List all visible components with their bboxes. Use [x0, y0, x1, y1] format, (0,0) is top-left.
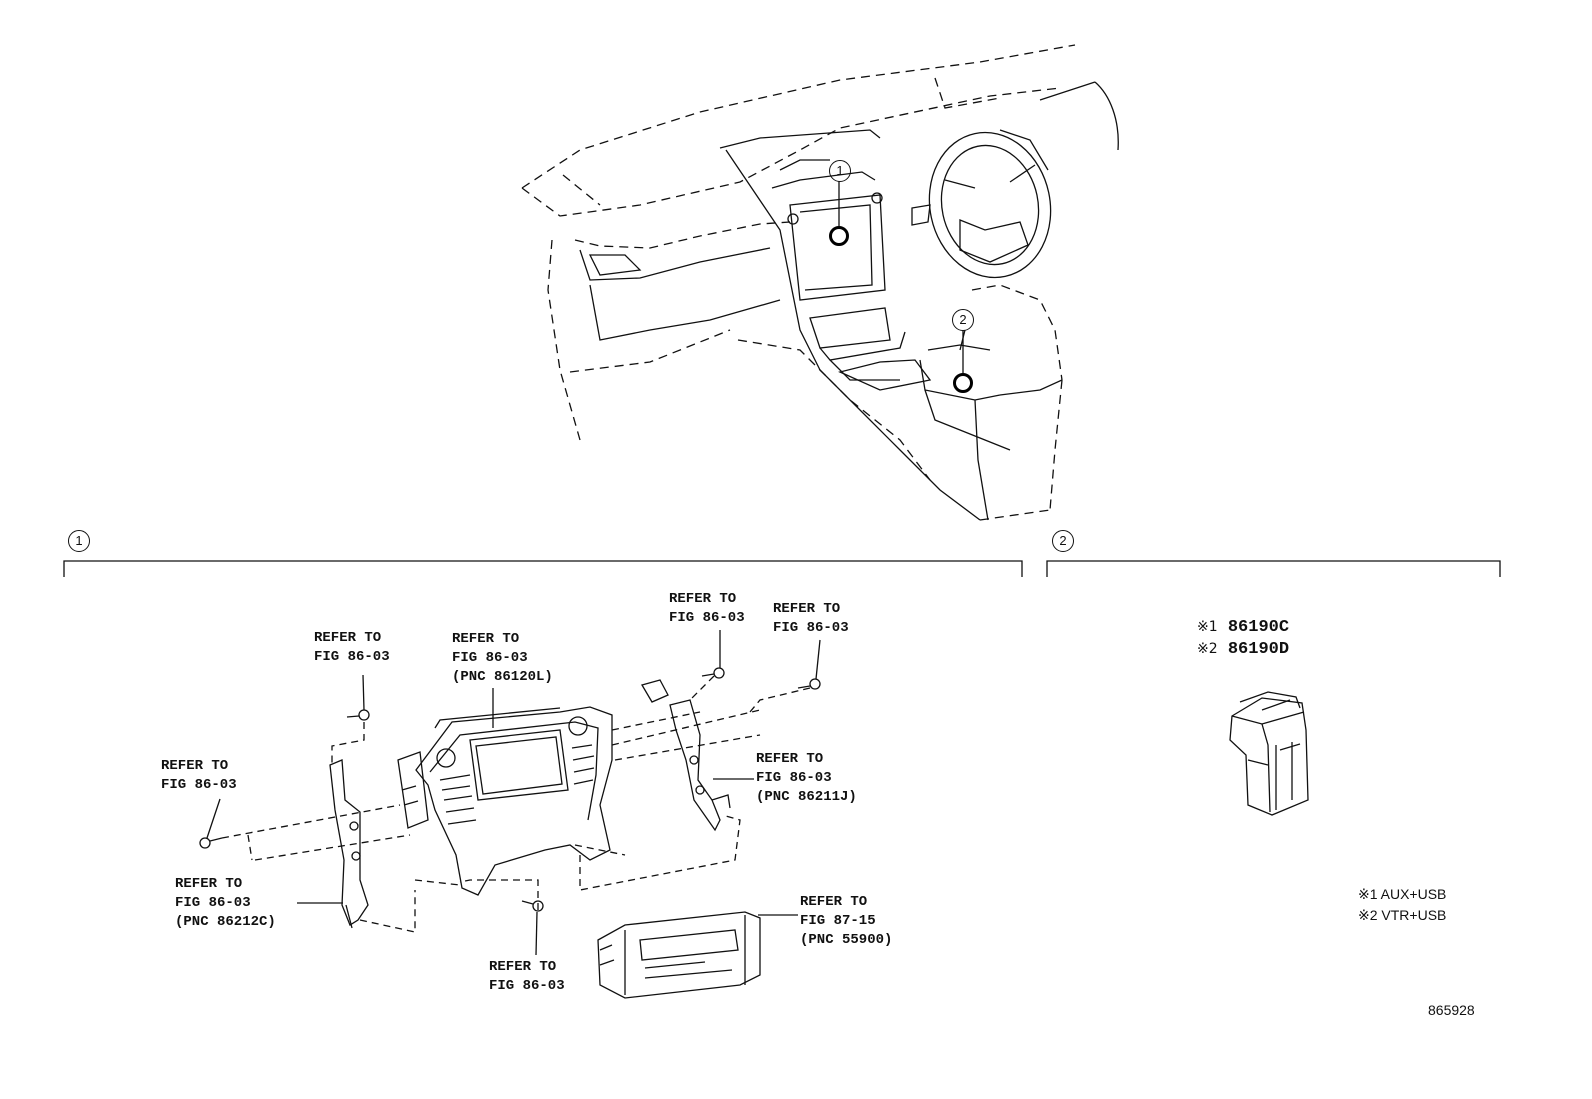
part-number: 86190D	[1227, 640, 1290, 659]
screw	[346, 709, 370, 721]
refer-label: REFER TO FIG 86-03	[669, 591, 745, 626]
leader-lines	[206, 181, 964, 956]
callout-1: 1	[829, 160, 851, 182]
section-bracket-1	[63, 560, 1023, 577]
screw	[797, 678, 821, 690]
callout-2: 2	[952, 309, 974, 331]
refer-label: REFER TO FIG 86-03	[314, 630, 390, 665]
note-2: ※2 VTR+USB	[1358, 907, 1447, 923]
aux-usb-adapter	[1229, 691, 1309, 816]
section-number-1: 1	[68, 530, 90, 552]
part-number: 86190C	[1227, 618, 1290, 637]
dashboard-illustration	[521, 44, 1119, 521]
location-marker-1	[829, 226, 849, 246]
screw	[701, 667, 725, 679]
hvac-control-panel	[597, 911, 761, 999]
figure-id: 865928	[1428, 1002, 1475, 1018]
section-bracket-2	[1046, 560, 1501, 577]
refer-label: REFER TO FIG 86-03 (PNC 86212C)	[175, 876, 276, 930]
refer-label: REFER TO FIG 86-03	[489, 959, 565, 994]
part-number-2: ※2 86190D	[1197, 638, 1289, 661]
refer-label: REFER TO FIG 86-03	[161, 758, 237, 793]
refer-label: REFER TO FIG 87-15 (PNC 55900)	[800, 894, 893, 948]
section-number-2: 2	[1052, 530, 1074, 552]
refer-label: REFER TO FIG 86-03	[773, 601, 849, 636]
refer-label: REFER TO FIG 86-03 (PNC 86211J)	[756, 751, 857, 805]
variant-mark: ※1	[1197, 619, 1218, 635]
audio-head-unit-assembly	[199, 667, 821, 999]
part-number-1: ※1 86190C	[1197, 616, 1289, 639]
note-1: ※1 AUX+USB	[1358, 886, 1447, 902]
screw	[521, 900, 544, 912]
screw	[199, 837, 223, 849]
refer-label: REFER TO FIG 86-03 (PNC 86120L)	[452, 631, 553, 685]
location-marker-2	[953, 373, 973, 393]
variant-mark: ※2	[1197, 641, 1218, 657]
